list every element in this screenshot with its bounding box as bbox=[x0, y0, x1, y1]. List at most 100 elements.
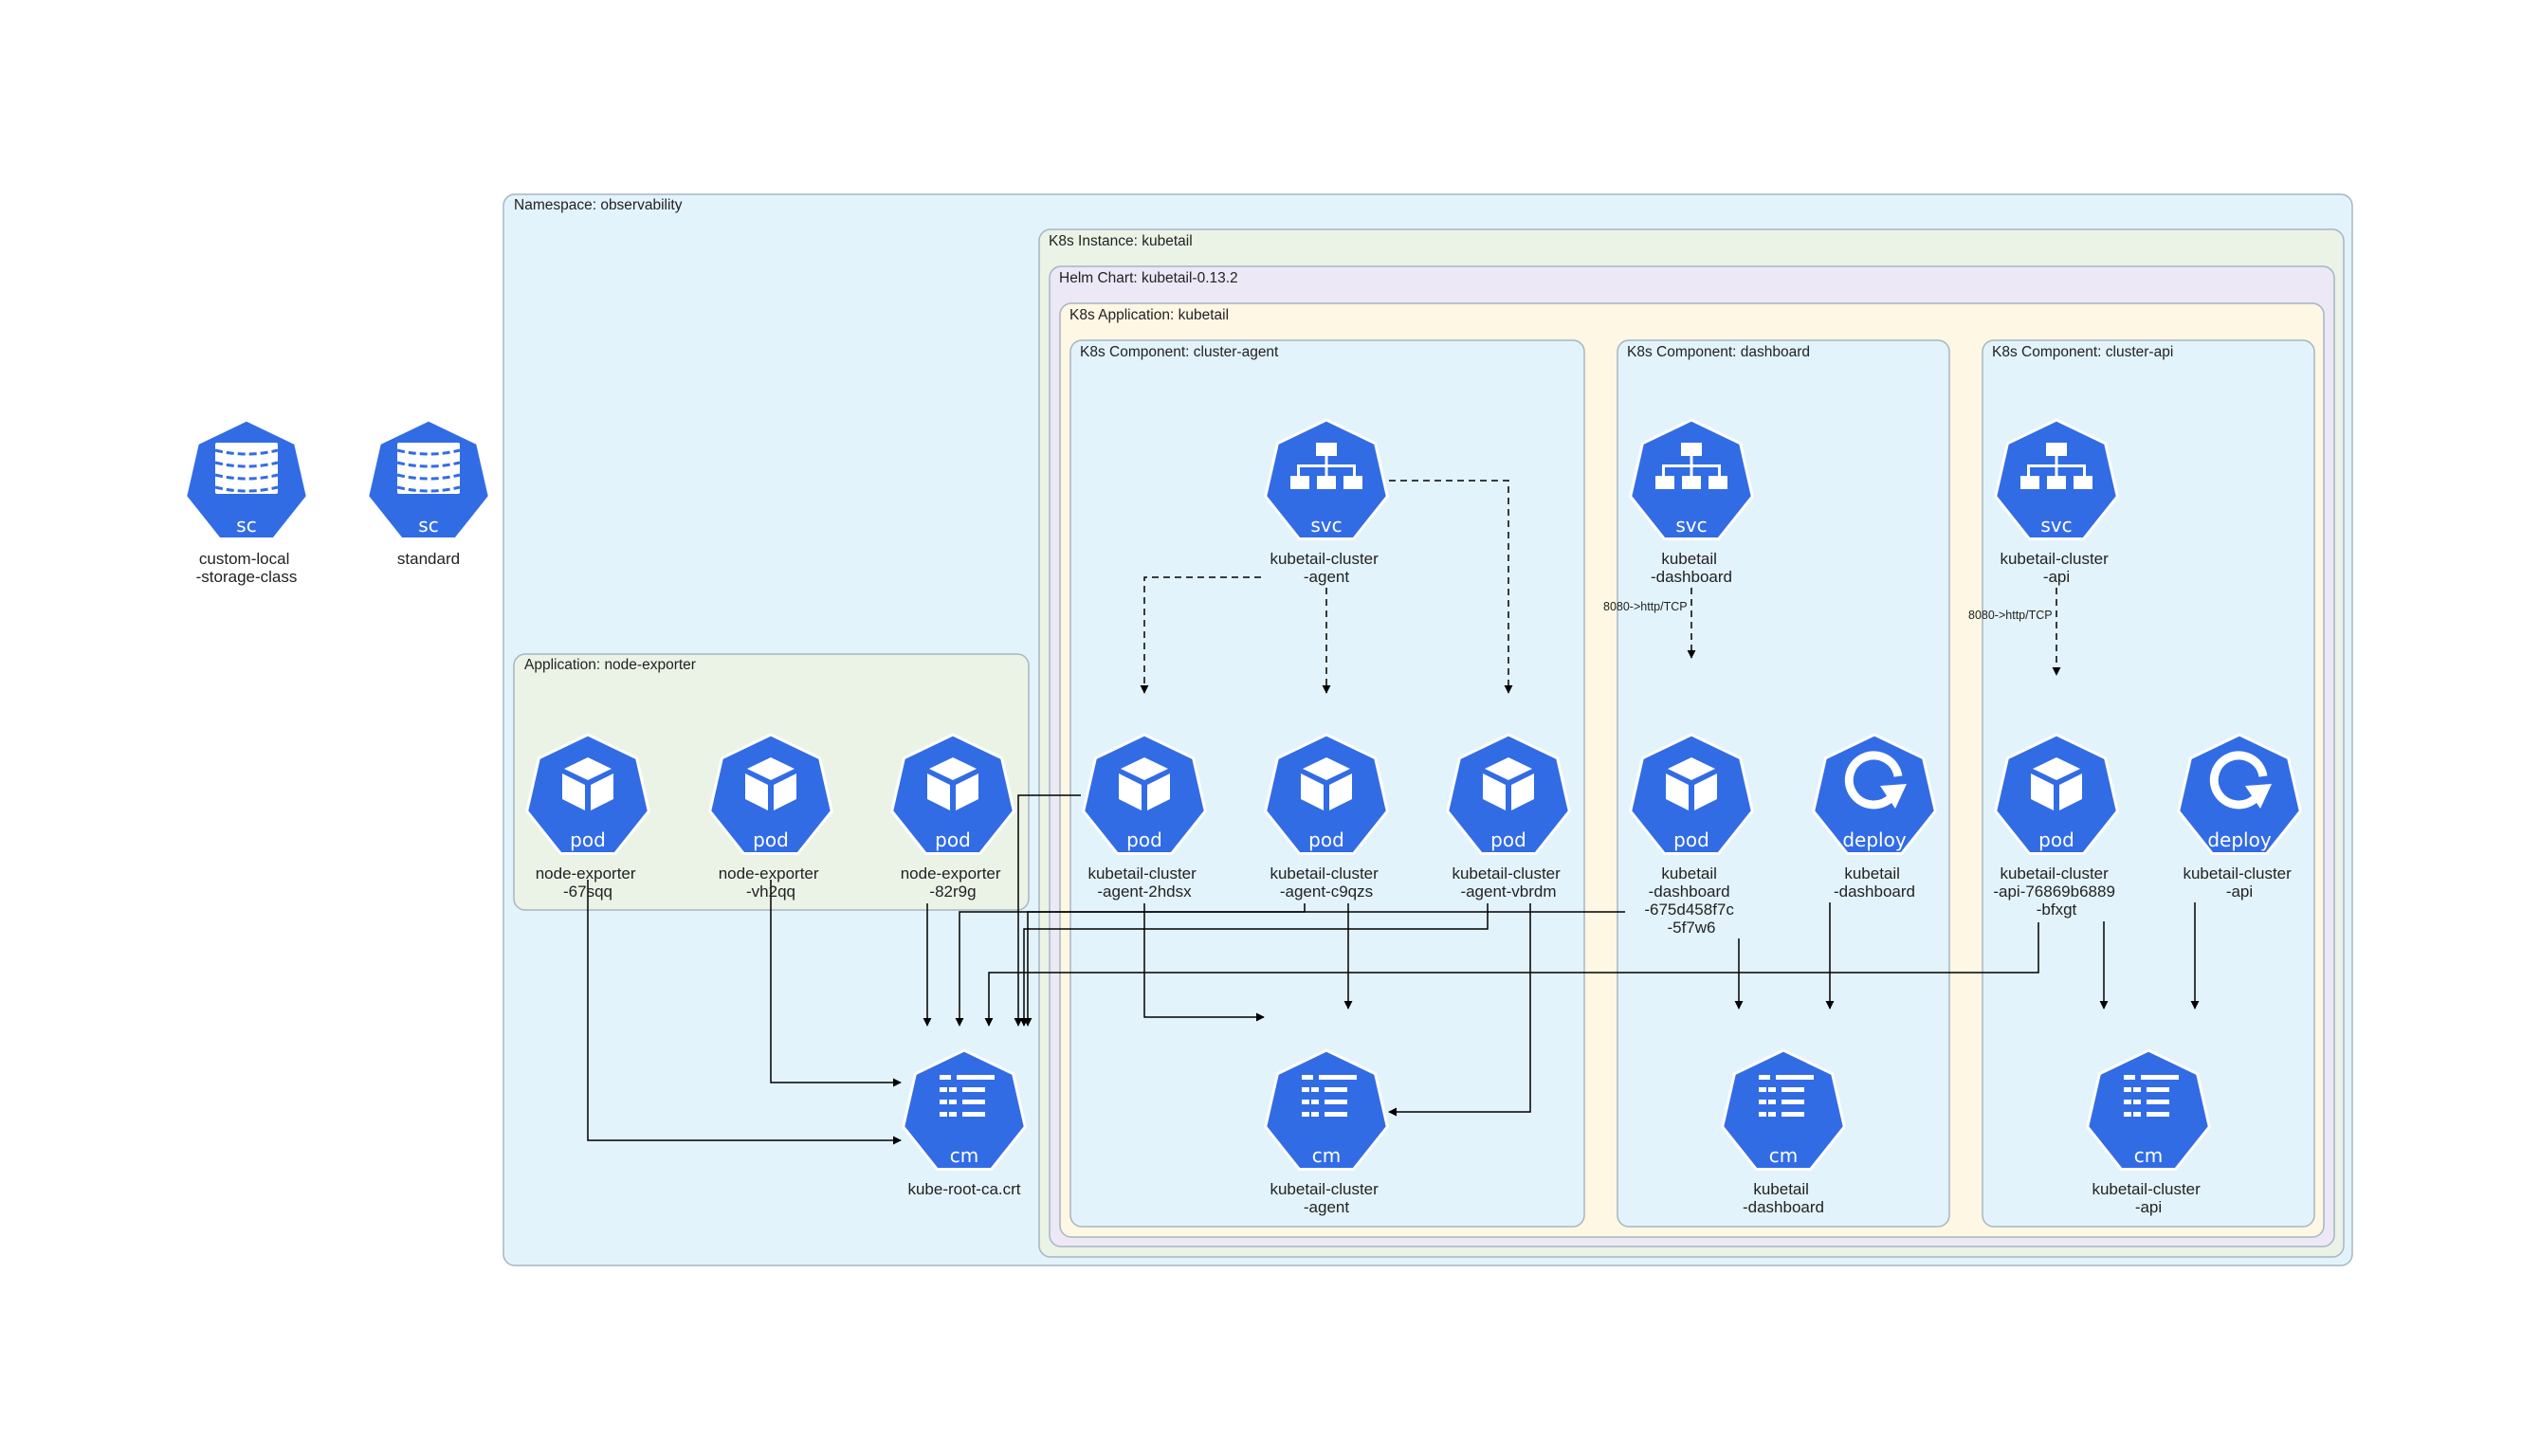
node-pod-kubetail-cluster-api[interactable]: pod kubetail-cluster -api-76869b6889 -bf… bbox=[1993, 733, 2119, 919]
icon-heptagon bbox=[890, 733, 1015, 855]
cm-dot bbox=[940, 1087, 947, 1092]
node-pod-kubetail-cluster-agent-c9qzs[interactable]: pod kubetail-cluster -agent-c9qzs bbox=[1264, 733, 1389, 901]
cube-top bbox=[747, 757, 795, 780]
cm-dot bbox=[2133, 1100, 2141, 1104]
pod-icon bbox=[1446, 733, 1571, 855]
node-label-line: kubetail-cluster bbox=[2092, 1180, 2201, 1198]
node-label-line: kubetail bbox=[1661, 864, 1717, 883]
tree-branch bbox=[1662, 467, 1665, 476]
node-pod-kubetail-cluster-agent-vbrdm[interactable]: pod kubetail-cluster -agent-vbrdm bbox=[1446, 733, 1571, 901]
node-label-line: -agent bbox=[1304, 568, 1349, 586]
node-label-line: -agent-2hdsx bbox=[1097, 883, 1192, 901]
node-kind-label: pod bbox=[570, 828, 606, 851]
cm-dot bbox=[940, 1075, 951, 1080]
node-label: kubetail -dashboard bbox=[1743, 1180, 1824, 1216]
cm-dot bbox=[1311, 1112, 1319, 1117]
node-label: kubetail-cluster -agent-2hdsx bbox=[1087, 864, 1200, 901]
node-kind-label: pod bbox=[1126, 828, 1162, 851]
component-dashboard-box bbox=[1617, 339, 1950, 1228]
node-label-line: kubetail-cluster bbox=[2000, 550, 2109, 568]
node-label: kubetail-cluster -agent bbox=[1270, 550, 1382, 586]
cm-line bbox=[1325, 1087, 1347, 1092]
cube-right bbox=[1511, 774, 1534, 810]
deploy-arrowhead bbox=[1880, 784, 1907, 809]
sc-band bbox=[214, 473, 279, 481]
deploy-icon bbox=[1812, 733, 1937, 855]
node-label-line: node-exporter bbox=[719, 864, 819, 883]
node-label-line: -agent bbox=[1304, 1198, 1349, 1216]
node-label: custom-local -storage-class bbox=[196, 550, 298, 586]
node-cm-kubetail-dashboard[interactable]: cm kubetail -dashboard bbox=[1721, 1048, 1846, 1216]
cm-dot bbox=[2124, 1100, 2131, 1104]
edge-ne-vh2qq-to-root-ca bbox=[770, 880, 902, 1087]
node-label-line: node-exporter bbox=[536, 864, 636, 883]
tree-leaf bbox=[1317, 476, 1336, 489]
cm-dot bbox=[1302, 1112, 1309, 1117]
icon-heptagon bbox=[708, 733, 833, 855]
cm-dot bbox=[940, 1100, 947, 1104]
node-svc-kubetail-cluster-api[interactable]: svc kubetail-cluster -api bbox=[1994, 418, 2119, 586]
node-svc-kubetail-cluster-agent[interactable]: svc kubetail-cluster -agent bbox=[1264, 418, 1389, 586]
cube-top bbox=[1121, 757, 1168, 780]
node-kind-label: pod bbox=[1490, 828, 1526, 851]
node-pod-node-exporter-82r9g[interactable]: pod node-exporter -82r9g bbox=[890, 733, 1015, 901]
tree-branch bbox=[2055, 467, 2058, 476]
icon-glyph bbox=[1844, 751, 1907, 810]
node-deploy-kubetail-cluster-api[interactable]: deploy kubetail-cluster -api bbox=[2177, 733, 2302, 901]
cube-top bbox=[1668, 757, 1715, 780]
cm-dot bbox=[1302, 1100, 1309, 1104]
node-pod-node-exporter-67sqq[interactable]: pod node-exporter -67sqq bbox=[525, 733, 650, 901]
tree-branch bbox=[1353, 467, 1356, 476]
cm-dot bbox=[2124, 1075, 2135, 1080]
tree-bar bbox=[1662, 464, 1721, 467]
cube-top bbox=[1485, 757, 1532, 780]
pod-icon bbox=[1264, 733, 1389, 855]
node-svc-kubetail-dashboard[interactable]: svc kubetail -dashboard bbox=[1629, 418, 1754, 586]
node-layer: sc custom-local -storage-class sc standa… bbox=[184, 418, 2302, 1216]
node-pod-kubetail-dashboard[interactable]: pod kubetail -dashboard -675d458f7c -5f7… bbox=[1629, 733, 1754, 937]
icon-glyph bbox=[927, 757, 978, 810]
component-cluster-api-label: K8s Component: cluster-api bbox=[1992, 344, 2173, 360]
node-pod-kubetail-cluster-agent-2hdsx[interactable]: pod kubetail-cluster -agent-2hdsx bbox=[1082, 733, 1207, 901]
cm-line bbox=[1782, 1112, 1804, 1117]
cm-line bbox=[1325, 1112, 1347, 1117]
cube-left bbox=[1483, 774, 1506, 810]
cube-right bbox=[591, 774, 613, 810]
node-label: kubetail-cluster -api bbox=[2183, 864, 2295, 901]
node-label: node-exporter -vh2qq bbox=[719, 864, 824, 901]
node-label-line: kubetail-cluster bbox=[2000, 864, 2109, 883]
tree-leaf bbox=[1290, 476, 1309, 489]
node-pod-node-exporter-vh2qq[interactable]: pod node-exporter -vh2qq bbox=[708, 733, 833, 901]
icon-heptagon bbox=[1264, 733, 1389, 855]
storage-class-icon bbox=[366, 418, 491, 540]
node-kind-label: deploy bbox=[2207, 828, 2271, 851]
component-dashboard-label: K8s Component: dashboard bbox=[1627, 344, 1810, 360]
node-cm-kube-root-ca[interactable]: cm kube-root-ca.crt bbox=[902, 1048, 1027, 1198]
node-deploy-kubetail-dashboard[interactable]: deploy kubetail -dashboard bbox=[1812, 733, 1937, 901]
node-sc-custom-local-storage-class[interactable]: sc custom-local -storage-class bbox=[184, 418, 309, 586]
tree-bar bbox=[2027, 464, 2086, 467]
node-label: kubetail-cluster -api bbox=[2000, 550, 2112, 586]
node-kind-label: pod bbox=[1308, 828, 1344, 851]
cm-dot bbox=[2124, 1112, 2131, 1117]
node-label-line: kubetail-cluster bbox=[1270, 1180, 1379, 1198]
cube-left bbox=[562, 774, 585, 810]
node-kind-label: pod bbox=[2038, 828, 2074, 851]
deploy-arc bbox=[2209, 751, 2268, 810]
node-label-line: -675d458f7c bbox=[1644, 901, 1734, 919]
node-label-line: -api-76869b6889 bbox=[1993, 883, 2115, 901]
node-sc-standard[interactable]: sc standard bbox=[366, 418, 491, 568]
cm-dot bbox=[2124, 1087, 2131, 1092]
node-label-line: custom-local bbox=[199, 550, 289, 568]
node-label-line: -67sqq bbox=[563, 883, 612, 901]
sc-band bbox=[396, 485, 461, 493]
icon-heptagon bbox=[1721, 1048, 1846, 1171]
node-cm-kubetail-cluster-api[interactable]: cm kubetail-cluster -api bbox=[2086, 1048, 2211, 1216]
node-label-line: -dashboard bbox=[1743, 1198, 1824, 1216]
node-label-line: kubetail-cluster bbox=[1270, 864, 1379, 883]
service-icon bbox=[1264, 418, 1389, 540]
node-cm-kubetail-cluster-agent[interactable]: cm kubetail-cluster -agent bbox=[1264, 1048, 1389, 1216]
sc-band bbox=[396, 461, 461, 468]
sc-band bbox=[396, 473, 461, 481]
